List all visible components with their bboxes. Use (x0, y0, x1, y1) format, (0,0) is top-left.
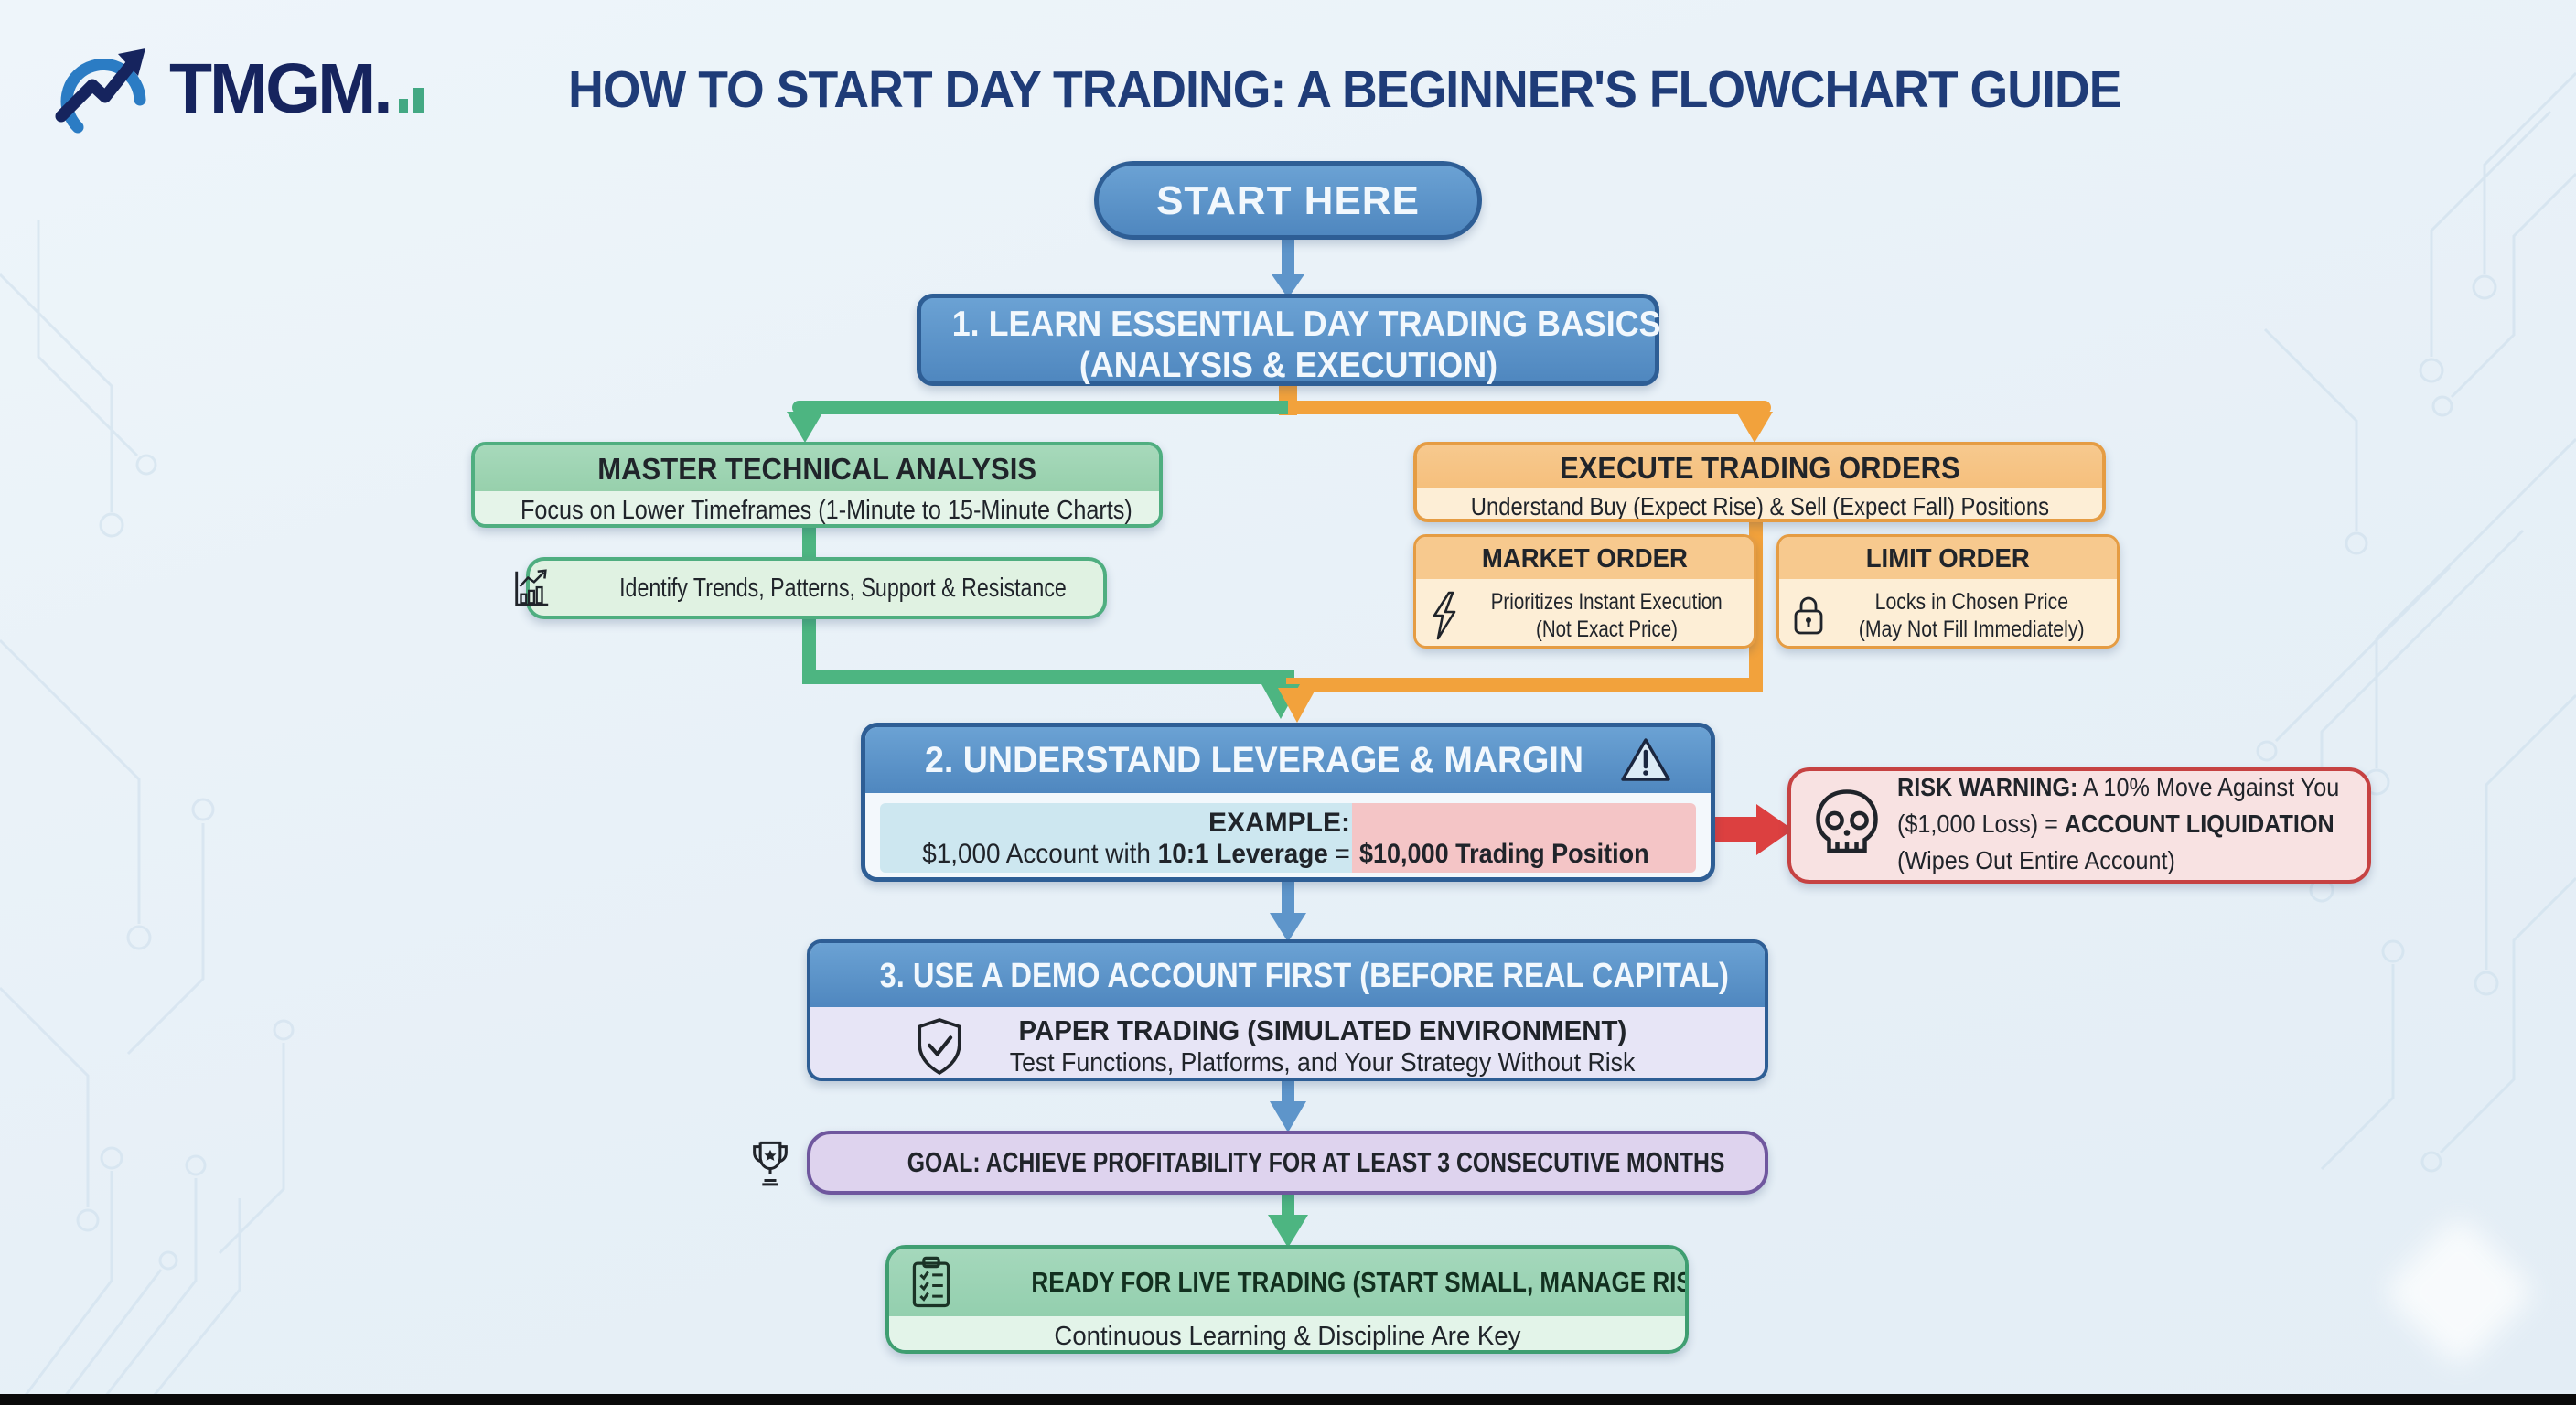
connector-orange-bottom-h (1286, 678, 1763, 692)
connector-goal-ready (1282, 1191, 1294, 1218)
step1-box: 1. LEARN ESSENTIAL DAY TRADING BASICS (A… (917, 294, 1661, 386)
paper-trading-detail: Test Functions, Platforms, and Your Stra… (1009, 1048, 1636, 1078)
trend-arrow-swoosh-icon (55, 48, 146, 134)
arrowhead-green-master (787, 412, 823, 443)
arrowhead-goal-ready (1268, 1215, 1308, 1248)
arrowhead-step2-step3 (1270, 913, 1306, 942)
step2-title-bar: 2. UNDERSTAND LEVERAGE & MARGIN (865, 727, 1711, 793)
arrowhead-orange-step2 (1278, 688, 1316, 723)
circuit-pattern-left (0, 220, 295, 1405)
arrowhead-orange-execute (1736, 412, 1773, 443)
connector-identify-down (802, 615, 816, 684)
step2-title: 2. UNDERSTAND LEVERAGE & MARGIN (924, 739, 1584, 780)
lightning-bolt-icon (1433, 591, 1456, 639)
connector-start-step1 (1282, 236, 1294, 278)
market-order-box: MARKET ORDER Prioritizes Instant Executi… (1413, 534, 1756, 649)
connector-green-bottom-h (802, 670, 1294, 684)
execute-orders-title: EXECUTE TRADING ORDERS (1417, 445, 2102, 488)
master-analysis-subtitle: Focus on Lower Timeframes (1-Minute to 1… (475, 491, 1159, 524)
master-analysis-title: MASTER TECHNICAL ANALYSIS (475, 445, 1159, 491)
start-here-pill: START HERE (1094, 161, 1482, 240)
goal-label: GOAL: ACHIEVE PROFITABILITY FOR AT LEAST… (907, 1146, 1725, 1178)
market-order-line1: Prioritizes Instant Execution (1490, 588, 1723, 615)
clipboard-checklist-icon (912, 1256, 950, 1308)
leverage-example-box: EXAMPLE: $1,000 Account with 10:1 Levera… (880, 803, 1696, 873)
identify-trends-label: Identify Trends, Patterns, Support & Res… (619, 573, 1067, 603)
risk-warning-text: RISK WARNING: A 10% Move Against You ($1… (1897, 772, 2340, 874)
limit-order-body: Locks in Chosen Price (May Not Fill Imme… (1779, 579, 2117, 646)
connector-orange-top-h (1288, 401, 1771, 414)
example-left-panel: EXAMPLE: $1,000 Account with 10:1 Levera… (880, 803, 1352, 873)
paper-trading-title: PAPER TRADING (SIMULATED ENVIRONMENT) (1018, 1014, 1626, 1046)
connector-green-top-h (792, 401, 1291, 414)
paper-trading-body: PAPER TRADING (SIMULATED ENVIRONMENT) Te… (810, 1007, 1765, 1078)
brand-wordmark: TMGM (169, 48, 376, 128)
step3-box: 3. USE A DEMO ACCOUNT FIRST (BEFORE REAL… (807, 939, 1768, 1081)
step3-title: 3. USE A DEMO ACCOUNT FIRST (BEFORE REAL… (879, 957, 1729, 995)
step2-box: 2. UNDERSTAND LEVERAGE & MARGIN EXAMPLE:… (861, 723, 1715, 882)
brand-logo: TMGM . (50, 38, 435, 139)
limit-order-line2: (May Not Fill Immediately) (1859, 616, 2085, 642)
ready-subtitle: Continuous Learning & Discipline Are Key (1054, 1322, 1520, 1351)
connector-step3-goal (1282, 1078, 1294, 1105)
bottom-edge-bar (0, 1394, 2576, 1405)
skull-icon (1816, 788, 1878, 853)
limit-order-title: LIMIT ORDER (1779, 537, 2117, 579)
brand-dot: . (373, 48, 393, 128)
example-highlight-panel: $10,000 Trading Position (1352, 803, 1696, 873)
shield-check-icon (918, 1017, 961, 1075)
connector-step2-step3 (1282, 878, 1294, 917)
risk-warning-box: RISK WARNING: A 10% Move Against You ($1… (1787, 767, 2371, 884)
page-title: HOW TO START DAY TRADING: A BEGINNER'S F… (568, 60, 2121, 119)
execute-orders-subtitle: Understand Buy (Expect Rise) & Sell (Exp… (1417, 488, 2102, 519)
sparkle-watermark (2381, 1214, 2537, 1369)
market-order-body: Prioritizes Instant Execution (Not Exact… (1416, 579, 1754, 646)
identify-trends-box: Identify Trends, Patterns, Support & Res… (515, 557, 1107, 619)
step3-title-bar: 3. USE A DEMO ACCOUNT FIRST (BEFORE REAL… (810, 943, 1765, 1007)
step1-line2: (ANALYSIS & EXECUTION) (1079, 346, 1497, 385)
execute-orders-box: EXECUTE TRADING ORDERS Understand Buy (E… (1413, 442, 2106, 522)
start-here-label: START HERE (1156, 178, 1420, 223)
limit-order-box: LIMIT ORDER Locks in Chosen Price (May N… (1776, 534, 2120, 649)
ready-subtitle-bar: Continuous Learning & Discipline Are Key (889, 1316, 1685, 1351)
ready-box: READY FOR LIVE TRADING (START SMALL, MAN… (886, 1245, 1689, 1354)
ready-title-bar: READY FOR LIVE TRADING (START SMALL, MAN… (889, 1249, 1685, 1316)
mini-bars-icon (398, 88, 424, 113)
warning-triangle-icon (1621, 738, 1670, 781)
ready-title: READY FOR LIVE TRADING (START SMALL, MAN… (1031, 1266, 1689, 1298)
master-analysis-box: MASTER TECHNICAL ANALYSIS Focus on Lower… (471, 442, 1163, 528)
example-highlight: $10,000 Trading Position (1359, 839, 1649, 869)
goal-box: GOAL: ACHIEVE PROFITABILITY FOR AT LEAST… (753, 1131, 1768, 1195)
market-order-line2: (Not Exact Price) (1535, 616, 1678, 642)
example-line-left: $1,000 Account with 10:1 Leverage = (922, 839, 1350, 869)
limit-order-line1: Locks in Chosen Price (1874, 588, 2069, 615)
risk-arrow-shaft (1711, 817, 1758, 842)
step1-line1: 1. LEARN ESSENTIAL DAY TRADING BASICS (951, 305, 1661, 344)
risk-arrow-head (1756, 804, 1793, 855)
lock-icon (1794, 596, 1823, 634)
bar-chart-trend-icon (515, 569, 549, 606)
trophy-icon (753, 1141, 788, 1186)
connector-master-identify (802, 521, 816, 562)
example-label: EXAMPLE: (1208, 808, 1350, 838)
arrowhead-step3-goal (1270, 1101, 1306, 1132)
market-order-title: MARKET ORDER (1416, 537, 1754, 579)
circuit-pattern-right (2256, 71, 2576, 1173)
